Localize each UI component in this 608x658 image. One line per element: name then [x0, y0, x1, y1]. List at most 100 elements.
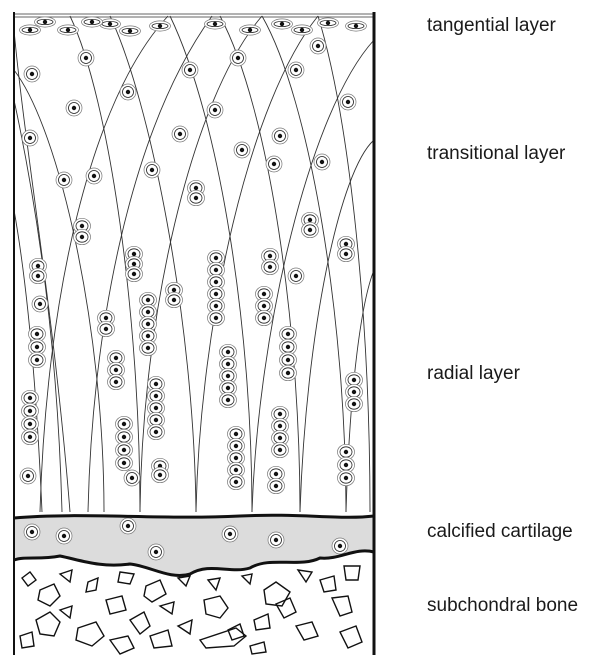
bone-fragment [150, 630, 172, 648]
chondrocyte-cell [124, 470, 140, 486]
bone-fragment [38, 584, 60, 606]
chondrocyte-cell [56, 528, 72, 544]
chondrocyte-cell [35, 17, 56, 27]
chondrocyte-cell [30, 268, 47, 283]
chondrocyte-cell [86, 168, 102, 184]
surface-lines [14, 14, 374, 17]
chondrocyte-cell [228, 474, 245, 489]
chondrocyte-cell [205, 19, 226, 29]
chondrocyte-cell [120, 518, 136, 534]
chondrocyte-cell [280, 365, 297, 380]
label-subchondral-bone: subchondral bone [427, 595, 578, 616]
chondrocyte-cell [292, 25, 313, 35]
chondrocyte-cell [262, 259, 279, 274]
subchondral-bone-fragments [20, 566, 362, 654]
bone-fragment [130, 612, 150, 634]
chondrocyte-cell [182, 62, 198, 78]
bone-fragment [320, 576, 336, 592]
label-calcified-cartilage: calcified cartilage [427, 521, 573, 542]
chondrocyte-cell [318, 18, 339, 28]
bone-fragment [204, 596, 228, 618]
chondrocyte-cell [310, 38, 326, 54]
bone-fragment [332, 596, 352, 616]
bone-fragment [60, 606, 72, 618]
calcified-cartilage-band [14, 515, 374, 575]
bone-fragment [178, 620, 192, 634]
chondrocyte-cell [302, 222, 319, 237]
chondrocyte-cell [78, 50, 94, 66]
bone-fragment [20, 632, 34, 648]
chondrocyte-cell [152, 467, 169, 482]
chondrocyte-cell [272, 128, 288, 144]
bone-fragment [110, 636, 134, 654]
chondrocyte-cell [188, 190, 205, 205]
chondrocyte-cell [24, 524, 40, 540]
chondrocyte-cell [272, 19, 293, 29]
bone-fragment [160, 602, 174, 614]
chondrocyte-cell [222, 526, 238, 542]
chondrocyte-cell [220, 392, 237, 407]
bone-fragment [254, 614, 270, 630]
bone-fragment [208, 578, 220, 590]
chondrocyte-cell [22, 429, 39, 444]
bone-fragment [296, 622, 318, 640]
chondrocyte-cell [288, 268, 304, 284]
chondrocyte-cell [332, 538, 348, 554]
chondrocyte-cell [268, 478, 285, 493]
chondrocyte-cell [234, 142, 250, 158]
chondrocyte-cell [148, 424, 165, 439]
bone-fragment [344, 566, 360, 580]
chondrocyte-cell [148, 544, 164, 560]
chondrocyte-cell [56, 172, 72, 188]
bone-fragment [86, 578, 98, 592]
bone-fragment [250, 642, 266, 654]
chondrocyte-cell [108, 374, 125, 389]
chondrocyte-cell [22, 130, 38, 146]
chondrocyte-cell [288, 62, 304, 78]
chondrocyte-cell [120, 84, 136, 100]
bone-fragment [298, 570, 312, 582]
bone-fragment [76, 622, 104, 646]
chondrocytes [20, 17, 367, 560]
chondrocyte-cell [346, 396, 363, 411]
bone-fragment [264, 582, 290, 606]
chondrocyte-cell [29, 352, 46, 367]
chondrocyte-cell [20, 468, 36, 484]
bone-fragment [118, 572, 134, 584]
chondrocyte-cell [240, 25, 261, 35]
chondrocyte-cell [24, 66, 40, 82]
chondrocyte-cell [230, 50, 246, 66]
collagen-fibres [14, 16, 374, 512]
bone-fragment [242, 574, 252, 584]
chondrocyte-cell [20, 25, 41, 35]
label-tangential-layer: tangential layer [427, 15, 557, 36]
chondrocyte-cell [120, 26, 141, 36]
chondrocyte-cell [207, 102, 223, 118]
chondrocyte-cell [126, 266, 143, 281]
chondrocyte-cell [66, 100, 82, 116]
bone-fragment [178, 576, 190, 586]
chondrocyte-cell [144, 162, 160, 178]
label-radial-layer: radial layer [427, 363, 521, 384]
chondrocyte-cell [266, 156, 282, 172]
bone-fragment [144, 580, 166, 602]
chondrocyte-cell [338, 246, 355, 261]
chondrocyte-cell [98, 321, 115, 336]
chondrocyte-cell [166, 292, 183, 307]
chondrocyte-cell [58, 25, 79, 35]
chondrocyte-cell [100, 19, 121, 29]
chondrocyte-cell [272, 442, 289, 457]
bone-fragment [22, 572, 36, 586]
bone-fragment [60, 570, 72, 582]
chondrocyte-cell [346, 21, 367, 31]
bone-fragment [276, 598, 296, 618]
chondrocyte-cell [140, 340, 157, 355]
chondrocyte-cell [74, 229, 91, 244]
chondrocyte-cell [208, 310, 225, 325]
chondrocyte-cell [172, 126, 188, 142]
chondrocyte-cell [268, 532, 284, 548]
chondrocyte-cell [314, 154, 330, 170]
chondrocyte-cell [150, 21, 171, 31]
chondrocyte-cell [256, 310, 273, 325]
